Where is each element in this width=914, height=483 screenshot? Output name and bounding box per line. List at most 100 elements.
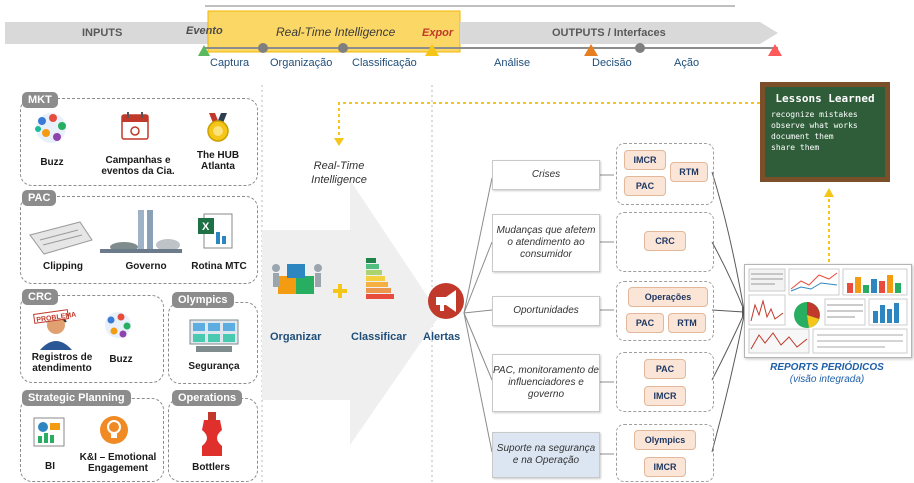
- tag-pac: PAC: [22, 190, 57, 206]
- chip-group-mudancas: [616, 212, 714, 272]
- excel-icon: X: [198, 213, 233, 249]
- lessons-title: Lessons Learned: [775, 92, 875, 105]
- government-building-icon: [100, 210, 182, 253]
- chip-crc: CRC: [644, 231, 686, 251]
- rti-process-label: Real-Time Intelligence: [311, 160, 367, 186]
- alertas-label: Alertas: [423, 331, 461, 343]
- energy-rating-icon: [366, 258, 394, 299]
- chip-group-crises: [616, 143, 714, 205]
- stage-analise: Análise: [494, 57, 531, 69]
- svg-text:X: X: [202, 221, 210, 233]
- expor-label: Expor: [422, 27, 454, 39]
- organizar-label: Organizar: [270, 331, 322, 343]
- process-arrow: [262, 180, 440, 445]
- reports-thumbnail[interactable]: [744, 264, 912, 358]
- output-crises: Crises: [492, 160, 600, 190]
- buzz-cloud-icon: [35, 113, 66, 143]
- chip-group-oportunidades: [616, 281, 714, 341]
- strategic-item-bi: BI: [45, 461, 55, 472]
- buzz-cloud-icon: [105, 312, 131, 338]
- output-mudancas: Mudanças que afetem o atendimento ao con…: [492, 214, 600, 272]
- chip-rtm: RTM: [668, 313, 706, 333]
- section-crc: [20, 295, 164, 383]
- acao-dot: [635, 43, 645, 53]
- mkt-item-hub: The HUB Atlanta: [196, 150, 240, 172]
- chip-imcr: IMCR: [644, 457, 686, 477]
- stage-classificacao: Classificação: [352, 57, 417, 69]
- expor-marker: [425, 44, 439, 56]
- output-suporte: Suporte na segurança e na Operação: [492, 432, 600, 478]
- chip-pac: PAC: [644, 359, 686, 379]
- bulb-icon: [100, 416, 128, 444]
- bi-dashboard-icon: [33, 417, 65, 447]
- tag-crc: CRC: [22, 289, 58, 305]
- section-mkt: [20, 98, 258, 186]
- lessons-board: Lessons Learned recognize mistakes obser…: [760, 82, 890, 182]
- chip-rtm: RTM: [670, 162, 708, 182]
- calendar-icon: [121, 112, 149, 140]
- pac-item-rotina: Rotina MTC: [191, 261, 247, 272]
- tag-operations: Operations: [172, 390, 243, 406]
- mkt-item-campanhas: Campanhas e eventos da Cia.: [101, 155, 175, 177]
- medal-icon: [207, 113, 229, 142]
- rti-band-label: Real-Time Intelligence: [276, 25, 396, 39]
- stage-organizacao: Organização: [270, 57, 333, 69]
- chip-pac: PAC: [624, 176, 666, 196]
- reports-mini-dashboard: [748, 268, 908, 354]
- lessons-line: observe what works: [771, 121, 858, 130]
- output-oportunidades: Oportunidades: [492, 296, 600, 326]
- alert-megaphone-icon: [428, 283, 464, 319]
- bottle-icon: [202, 412, 222, 456]
- chip-imcr: IMCR: [644, 386, 686, 406]
- classificar-label: Classificar: [351, 331, 407, 343]
- chip-olympics: Olympics: [634, 430, 696, 450]
- pac-item-clipping: Clipping: [43, 261, 83, 272]
- plus-icon: [333, 284, 347, 298]
- evento-marker: [198, 45, 210, 56]
- reports-title: REPORTS PERIÓDICOS: [770, 362, 884, 373]
- reports-subtitle: (visão integrada): [789, 374, 865, 385]
- inputs-label: INPUTS: [82, 27, 123, 39]
- newspaper-icon: [29, 221, 93, 255]
- crc-item-registros: Registros de atendimento: [31, 352, 93, 374]
- feedback-line: [338, 102, 760, 140]
- tag-mkt: MKT: [22, 92, 58, 108]
- chip-group-suporte: [616, 424, 714, 482]
- output-pac-monitoramento: PAC, monitoramento de influenciadores e …: [492, 354, 600, 412]
- lessons-line: recognize mistakes: [771, 110, 858, 119]
- tag-olympics: Olympics: [172, 292, 234, 308]
- stage-captura: Captura: [210, 57, 250, 69]
- stage-decisao: Decisão: [592, 57, 632, 69]
- decisao-marker: [584, 44, 598, 56]
- crc-item-buzz: Buzz: [109, 354, 133, 365]
- stage-acao: Ação: [674, 57, 700, 69]
- lessons-line: document them: [771, 132, 834, 141]
- chip-imcr: IMCR: [624, 150, 666, 170]
- pac-item-governo: Governo: [125, 261, 167, 272]
- outputs-label: OUTPUTS / Interfaces: [552, 27, 666, 39]
- chip-group-pac: [616, 352, 714, 412]
- olympics-item-seguranca: Segurança: [188, 361, 240, 372]
- control-room-icon: [189, 319, 239, 352]
- lessons-line: share them: [771, 143, 820, 152]
- organizacao-dot: [338, 43, 348, 53]
- strategic-item-ki: K&I – Emotional Engagement: [79, 452, 157, 474]
- tag-strategic: Strategic Planning: [22, 390, 131, 406]
- operations-item-bottlers: Bottlers: [192, 462, 230, 473]
- end-marker: [768, 44, 782, 56]
- evento-label: Evento: [186, 25, 223, 37]
- mkt-item-buzz: Buzz: [40, 157, 64, 168]
- puzzle-people-icon: [272, 264, 322, 294]
- chip-operacoes: Operações: [628, 287, 708, 307]
- captura-dot: [258, 43, 268, 53]
- chip-pac: PAC: [626, 313, 664, 333]
- timeline-graphics: [5, 5, 782, 56]
